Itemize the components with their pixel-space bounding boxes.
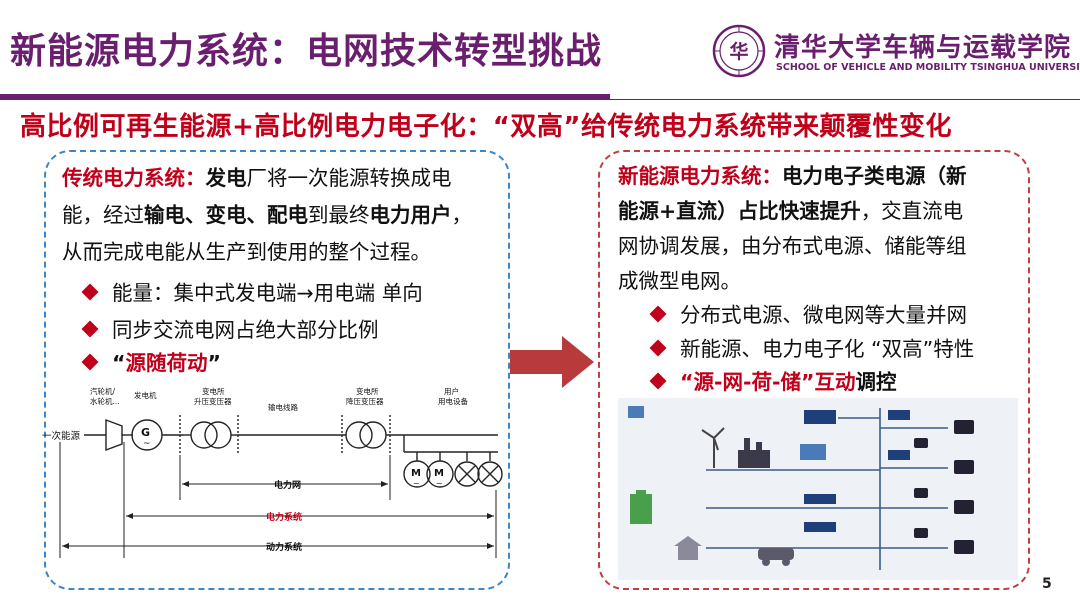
left-bullet-3-close: ” <box>207 351 221 375</box>
microgrid-illustration <box>618 398 1018 580</box>
right-text-2a: 能源+直流）占比快速提升 <box>618 199 861 223</box>
label-user-1: 用户 <box>444 386 459 396</box>
label-m-2-tilde: ~ <box>436 479 443 488</box>
university-logo: 华 清华大学车辆与运载学院 SCHOOL OF VEHICLE AND MOBI… <box>712 24 1080 82</box>
step-down-transformer-icon <box>345 421 373 449</box>
left-text-2a: 能，经过 <box>62 203 144 227</box>
left-paragraph-line-3: 从而完成电能从生产到使用的整个过程。 <box>62 240 431 264</box>
label-m-1-tilde: ~ <box>413 479 420 488</box>
load-icons <box>914 420 974 554</box>
right-bullet-3: “源-网-荷-储”互动调控 <box>649 365 897 395</box>
diamond-bullet-icon <box>649 372 667 390</box>
right-bullet-2-text: 新能源、电力电子化 “双高”特性 <box>680 337 975 361</box>
wind-turbine-icon <box>701 427 725 468</box>
load-icon <box>477 461 503 487</box>
left-paragraph-line-1: 传统电力系统：发电厂将一次能源转换成电 <box>62 160 452 197</box>
label-transmission-line: 输电线路 <box>268 402 298 412</box>
left-label: 传统电力系统： <box>62 166 206 190</box>
traditional-system-box <box>44 150 510 590</box>
label-generator: 发电机 <box>134 390 157 400</box>
label-step-down-2: 降压变压器 <box>346 396 384 406</box>
university-seal-icon: 华 <box>712 24 766 78</box>
left-paragraph-line-2: 能，经过输电、变电、配电到最终电力用户， <box>62 197 472 234</box>
left-text-2b: 输电、变电、配电 <box>144 203 308 227</box>
right-paragraph-line-2: 能源+直流）占比快速提升，交直流电 <box>618 193 963 230</box>
house-icon <box>674 536 702 560</box>
headline: 高比例可再生能源+高比例电力电子化：“双高”给传统电力系统带来颠覆性变化 <box>20 112 952 142</box>
label-g-tilde: ~ <box>143 439 151 449</box>
label-m-1: M <box>411 468 421 479</box>
label-m-2: M <box>434 468 444 479</box>
diamond-bullet-icon <box>81 283 99 301</box>
converter-icons <box>804 410 910 532</box>
page-title: 新能源电力系统：电网技术转型挑战 <box>10 31 603 72</box>
label-primary-energy: 一次能源 <box>42 430 81 442</box>
power-system-diagram: 一次能源 汽轮机/ 水轮机... 发电机 变电所 升压变压器 输电线路 变电所 … <box>42 386 503 558</box>
label-span-grid: 电力网 <box>274 479 301 491</box>
right-bullet-1-text: 分布式电源、微电网等大量并网 <box>680 303 967 327</box>
label-step-down-1: 变电所 <box>356 386 379 396</box>
right-bullet-1: 分布式电源、微电网等大量并网 <box>649 298 967 328</box>
label-turbine-2: 水轮机... <box>90 396 120 406</box>
left-text-1b: 厂将一次能源转换成电 <box>246 166 452 190</box>
vehicle-icon <box>758 548 794 566</box>
motor-icon <box>403 460 431 488</box>
title-divider <box>0 99 1080 100</box>
diamond-bullet-icon <box>81 353 99 371</box>
label-step-up-2: 升压变压器 <box>194 396 232 406</box>
label-turbine: 汽轮机/ <box>90 386 115 396</box>
battery-icon <box>630 490 652 524</box>
right-bullet-3-bold: 调控 <box>855 370 897 394</box>
title-underline-bar <box>0 94 610 100</box>
diamond-bullet-icon <box>81 320 99 338</box>
logo-english-name: SCHOOL OF VEHICLE AND MOBILITY TSINGHUA … <box>776 62 1080 73</box>
left-text-generation: 发电 <box>205 166 247 190</box>
step-up-transformer-icon <box>190 421 218 449</box>
left-text-2c: 到最终 <box>308 203 370 227</box>
diamond-bullet-icon <box>649 305 667 323</box>
right-text-1b: 电力电子类电源（新 <box>782 164 967 188</box>
label-step-up-1: 变电所 <box>202 386 225 396</box>
left-bullet-3-open: “ <box>112 351 126 375</box>
transition-arrow-icon <box>510 336 594 388</box>
right-text-2b: ，交直流电 <box>860 199 964 223</box>
left-bullet-1-text: 能量：集中式发电端→用电端 单向 <box>112 281 423 305</box>
label-span-power: 电力系统 <box>266 511 302 523</box>
left-bullet-3-red: 源随荷动 <box>125 351 208 375</box>
left-text-2e: ， <box>451 203 473 227</box>
left-bullet-2: 同步交流电网占绝大部分比例 <box>81 313 379 343</box>
right-label: 新能源电力系统： <box>618 164 782 188</box>
right-paragraph-line-1: 新能源电力系统：电力电子类电源（新 <box>618 158 967 195</box>
label-g: G <box>141 426 150 439</box>
page-number: 5 <box>1042 576 1052 592</box>
solar-icon <box>628 406 826 460</box>
right-bullet-3-red: “源-网-荷-储”互动 <box>680 370 856 394</box>
left-bullet-3: “源随荷动” <box>81 346 221 376</box>
logo-chinese-name: 清华大学车辆与运载学院 <box>774 33 1072 63</box>
left-bullet-2-text: 同步交流电网占绝大部分比例 <box>112 318 379 342</box>
load-icon <box>454 461 480 487</box>
diamond-bullet-icon <box>649 339 667 357</box>
right-bullet-2: 新能源、电力电子化 “双高”特性 <box>649 332 975 362</box>
generator-icon <box>131 419 163 451</box>
factory-icon <box>738 438 770 468</box>
label-span-dynamic: 动力系统 <box>266 541 302 553</box>
seal-text: 华 <box>729 40 748 63</box>
left-bullet-1: 能量：集中式发电端→用电端 单向 <box>81 276 423 306</box>
motor-icon <box>426 460 454 488</box>
turbine-icon <box>105 418 123 452</box>
right-paragraph-line-4: 成微型电网。 <box>618 269 741 293</box>
left-text-2d: 电力用户 <box>369 203 452 227</box>
label-user-2: 用电设备 <box>438 396 468 406</box>
right-paragraph-line-3: 网协调发展，由分布式电源、储能等组 <box>618 234 967 258</box>
